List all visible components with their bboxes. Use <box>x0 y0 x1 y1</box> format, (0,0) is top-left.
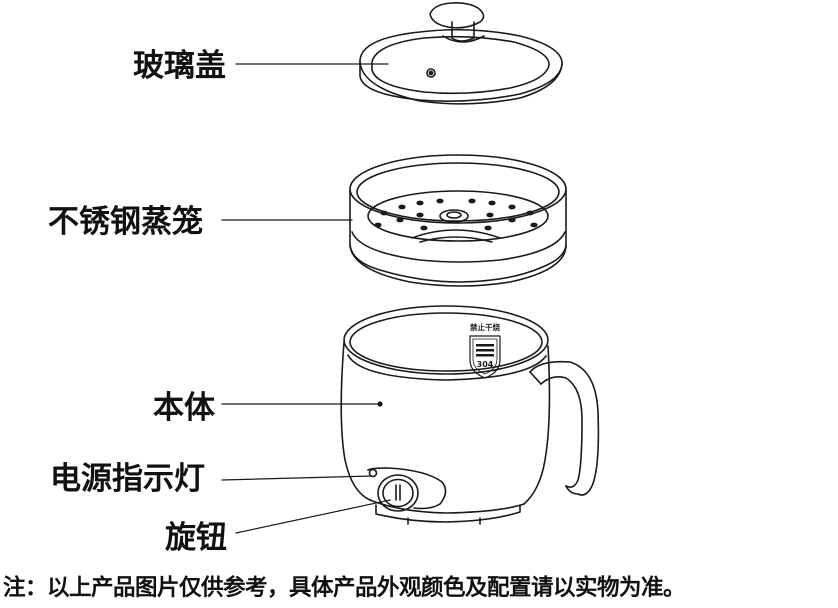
pot-body-drawing <box>340 305 600 525</box>
badge-top-text: 禁止干烧 <box>470 322 500 332</box>
label-body: 本体 <box>153 390 215 426</box>
steamer-drawing <box>349 154 567 287</box>
label-knob: 旋钮 <box>165 520 227 556</box>
footnote: 注：以上产品图片仅供参考，具体产品外观颜色及配置请以实物为准。 <box>3 575 686 601</box>
label-glass-lid: 玻璃盖 <box>133 48 226 84</box>
label-steamer: 不锈钢蒸笼 <box>48 204 203 240</box>
leader-lines <box>221 63 391 534</box>
steamer-holes <box>374 198 538 231</box>
glass-lid-drawing <box>359 2 563 105</box>
badge-number: 304 <box>477 360 494 369</box>
badge-marks <box>476 344 494 357</box>
label-power-light: 电源指示灯 <box>50 461 205 497</box>
